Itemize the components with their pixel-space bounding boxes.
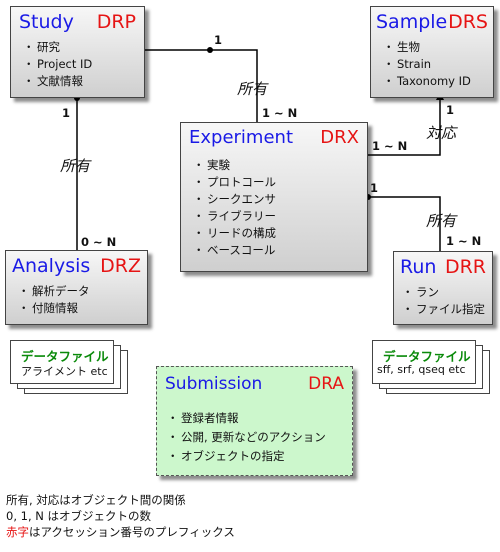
experiment-sample-to-count: 1: [446, 103, 455, 117]
experiment-items: 実験 プロトコール シークエンサ ライブラリー リードの構成 ベースコール: [207, 157, 276, 259]
study-box: Study DRP 研究 Project ID 文献情報: [10, 6, 145, 98]
run-data-file-title: データファイル: [383, 349, 471, 364]
analysis-data-file-desc: アライメント etc: [21, 365, 108, 378]
study-items: 研究 Project ID 文献情報: [37, 39, 92, 90]
experiment-prefix: DRX: [320, 127, 359, 148]
study-experiment-relation: 所有: [237, 80, 268, 98]
submission-item: オブジェクトの指定: [181, 447, 326, 466]
experiment-item: リードの構成: [207, 225, 276, 242]
sample-title: Sample: [376, 11, 448, 33]
sample-item: Strain: [397, 56, 471, 73]
sample-box: Sample DRS 生物 Strain Taxonomy ID: [370, 6, 494, 98]
experiment-run-from-count: 1: [370, 181, 379, 195]
run-box: Run DRR ラン ファイル指定: [393, 251, 493, 325]
submission-box: Submission DRA 登録者情報 公開, 更新などのアクション オブジェ…: [156, 366, 353, 476]
run-items: ラン ファイル指定: [416, 284, 485, 318]
connector-experiment-run: [368, 196, 441, 251]
study-analysis-relation: 所有: [60, 157, 91, 175]
run-data-file-stack: データファイル sff, srf, qseq etc: [372, 340, 497, 400]
run-prefix: DRR: [444, 256, 486, 278]
study-analysis-from-count: 1: [62, 106, 71, 120]
submission-items: 登録者情報 公開, 更新などのアクション オブジェクトの指定: [181, 409, 326, 466]
submission-item: 登録者情報: [181, 409, 326, 428]
analysis-data-file-stack: データファイル アライメント etc: [10, 340, 140, 400]
submission-title: Submission: [165, 374, 263, 394]
sample-prefix: DRS: [448, 11, 488, 33]
experiment-item: 実験: [207, 157, 276, 174]
experiment-item: ライブラリー: [207, 208, 276, 225]
experiment-sample-from-count: 1 ~ N: [372, 139, 408, 153]
legend-notes: 所有, 対応はオブジェクト間の関係 0, 1, N はオブジェクトの数 赤字はア…: [6, 492, 235, 540]
experiment-item: プロトコール: [207, 174, 276, 191]
analysis-prefix: DRZ: [100, 255, 141, 277]
file-card-front: データファイル アライメント etc: [10, 340, 114, 384]
study-analysis-to-count: 0 ~ N: [81, 235, 117, 249]
run-title: Run: [400, 256, 437, 278]
connector-study-experiment: [145, 49, 258, 122]
experiment-run-relation: 所有: [426, 212, 457, 230]
study-experiment-from-count: 1: [214, 33, 223, 47]
experiment-title: Experiment: [189, 127, 294, 148]
legend-prefix-text: はアクセッション番号のプレフィックス: [29, 525, 235, 539]
submission-prefix: DRA: [308, 374, 344, 394]
analysis-items: 解析データ 付随情報: [32, 283, 90, 317]
legend-line-prefix: 赤字はアクセッション番号のプレフィックス: [6, 524, 235, 540]
experiment-sample-relation: 対応: [426, 124, 457, 142]
run-item: ラン: [416, 284, 485, 301]
study-experiment-to-count: 1 ~ N: [262, 106, 298, 120]
analysis-item: 解析データ: [32, 283, 90, 300]
experiment-box: Experiment DRX 実験 プロトコール シークエンサ ライブラリー リ…: [180, 122, 368, 272]
experiment-run-to-count: 1 ~ N: [446, 234, 482, 248]
legend-line-relations: 所有, 対応はオブジェクト間の関係: [6, 493, 186, 507]
study-item: 研究: [37, 39, 92, 56]
experiment-item: シークエンサ: [207, 191, 276, 208]
study-item: 文献情報: [37, 73, 92, 90]
sample-item: Taxonomy ID: [397, 73, 471, 90]
analysis-data-file-title: データファイル: [21, 349, 109, 364]
file-card-front: データファイル sff, srf, qseq etc: [372, 340, 476, 384]
sample-item: 生物: [397, 39, 471, 56]
analysis-title: Analysis: [12, 255, 91, 277]
run-data-file-desc: sff, srf, qseq etc: [377, 363, 466, 376]
study-title: Study: [19, 11, 74, 33]
study-prefix: DRP: [96, 11, 136, 33]
legend-red-text: 赤字: [6, 525, 29, 539]
submission-item: 公開, 更新などのアクション: [181, 428, 326, 447]
connector-experiment-sample: [368, 100, 441, 156]
analysis-item: 付随情報: [32, 300, 90, 317]
legend-line-counts: 0, 1, N はオブジェクトの数: [6, 509, 152, 523]
study-item: Project ID: [37, 56, 92, 73]
experiment-item: ベースコール: [207, 242, 276, 259]
analysis-box: Analysis DRZ 解析データ 付随情報: [5, 250, 148, 325]
sample-items: 生物 Strain Taxonomy ID: [397, 39, 471, 90]
run-item: ファイル指定: [416, 301, 485, 318]
